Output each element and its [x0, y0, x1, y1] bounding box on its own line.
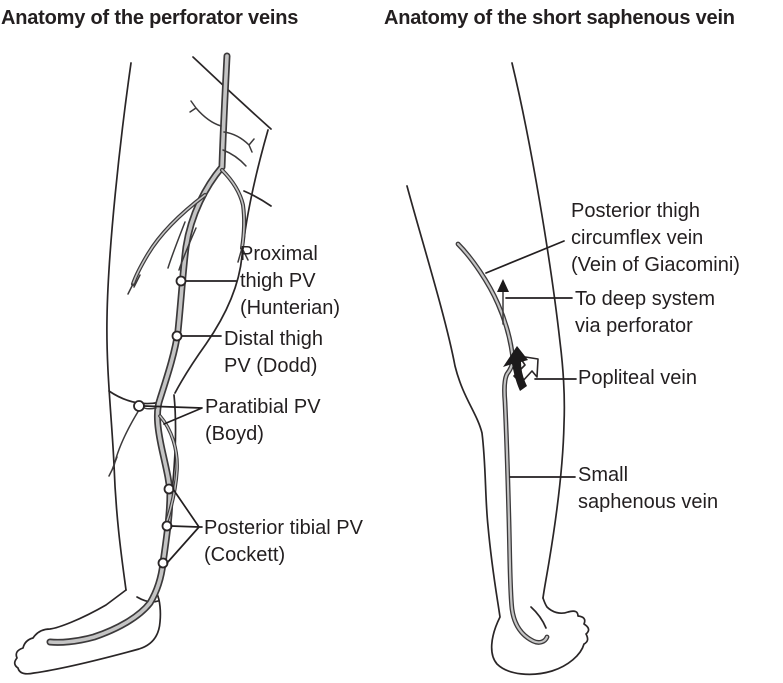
right-ankle-crease — [530, 606, 547, 629]
right-leg-lateral-outline — [511, 62, 566, 599]
boyd-connector — [142, 406, 157, 410]
hunterian-perforator — [175, 275, 187, 287]
right-panel-title: Anatomy of the short saphenous vein — [384, 7, 735, 29]
right-leg-illustration — [406, 62, 590, 676]
label-posterior-thigh-circumflex-vein: Posterior thigh circumflex vein (Vein of… — [571, 200, 740, 276]
lateral-tributary-vein — [220, 168, 247, 250]
torso-line — [192, 56, 272, 130]
boyd-leader-lines — [143, 405, 203, 425]
left-panel-title: Anatomy of the perforator veins — [1, 7, 299, 29]
label-to-deep-system: To deep system via perforator — [575, 288, 716, 337]
deep-system-arrowhead — [497, 279, 509, 292]
left-leg-illustration — [13, 54, 272, 675]
epigastric-tributary — [189, 100, 222, 127]
popliteal-black-arrow — [503, 346, 528, 391]
circumflex-tributary — [223, 131, 255, 153]
boyd-perforator — [133, 400, 145, 412]
pudendal-tributary — [222, 149, 247, 167]
accessory-vein-fork — [127, 274, 141, 295]
great-saphenous-vein-fill — [48, 54, 229, 645]
right-leg-medial-outline — [406, 185, 590, 676]
deep-femoral-lines — [167, 221, 197, 271]
label-popliteal-vein: Popliteal vein — [578, 367, 697, 389]
left-leg-medial-outline — [174, 129, 269, 394]
label-posterior-tibial-pv: Posterior tibial PV (Cockett) — [204, 517, 363, 566]
label-paratibial-pv: Paratibial PV (Boyd) — [205, 396, 321, 445]
tributary-fork — [237, 247, 249, 263]
dodd-perforator — [171, 330, 183, 342]
gluteal-fold-line — [243, 190, 272, 207]
label-distal-thigh-pv: Distal thigh PV (Dodd) — [224, 328, 323, 377]
boyd-tributary-vein — [108, 409, 140, 477]
great-saphenous-vein — [50, 56, 227, 642]
label-proximal-thigh-pv: Proximal thigh PV (Hunterian) — [240, 243, 341, 319]
giacomini-leader-line — [485, 240, 565, 274]
label-small-saphenous-vein: Small saphenous vein — [578, 464, 719, 513]
cockett-leader-lines — [166, 488, 203, 564]
left-leg-calf-foot-outline — [13, 394, 177, 675]
left-leg-lateral-outline — [106, 62, 132, 591]
